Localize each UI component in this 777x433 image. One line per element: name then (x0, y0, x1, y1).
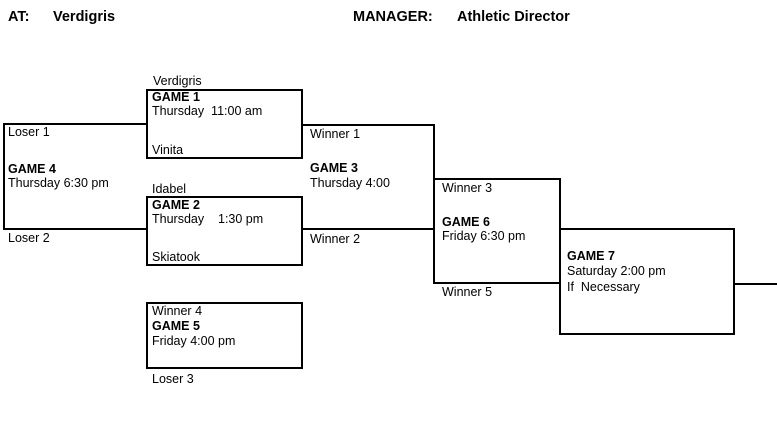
manager-value: Athletic Director (457, 9, 570, 25)
game5-title: GAME 5 (152, 319, 200, 333)
game6-time: Friday 6:30 pm (442, 229, 526, 243)
game1-time: Thursday 11:00 am (152, 104, 263, 118)
game5-top-slot-label: Winner 4 (152, 304, 203, 318)
game2-box (146, 196, 303, 266)
game2-top-slot-label: Idabel (152, 182, 187, 196)
game4-bracket (3, 123, 146, 230)
game5-bottom-slot-label: Loser 3 (152, 372, 194, 386)
game3-to-game6-connector-line (433, 228, 435, 284)
game4-bottom-slot-label: Loser 2 (8, 231, 50, 245)
game7-time: Saturday 2:00 pm (567, 264, 666, 278)
at-label: AT: (8, 9, 30, 25)
at-value: Verdigris (53, 9, 116, 25)
game2-title: GAME 2 (152, 198, 200, 212)
game7-note: If Necessary (567, 280, 640, 294)
game1-title: GAME 1 (152, 90, 200, 104)
game3-title: GAME 3 (310, 161, 358, 175)
game5-box (146, 302, 303, 369)
game4-top-slot-label: Loser 1 (8, 125, 50, 139)
game3-time: Thursday 4:00 (310, 176, 390, 190)
game1-box (146, 89, 303, 159)
game6-bottom-slot-label: Winner 5 (442, 285, 493, 299)
game3-bracket (303, 124, 435, 230)
game6-top-slot-label: Winner 3 (442, 181, 493, 195)
game4-title: GAME 4 (8, 162, 56, 176)
game5-time: Friday 4:00 pm (152, 334, 236, 348)
game6-title: GAME 6 (442, 215, 490, 229)
manager-label: MANAGER: (353, 9, 433, 25)
game1-bottom-slot-label: Vinita (152, 143, 184, 157)
game7-title: GAME 7 (567, 249, 615, 263)
game7-box (559, 228, 735, 335)
game3-top-slot-label: Winner 1 (310, 127, 361, 141)
game1-top-slot-label: Verdigris (153, 74, 202, 88)
game7-output-line (735, 283, 777, 285)
game3-bottom-slot-label: Winner 2 (310, 232, 361, 246)
game2-time: Thursday 1:30 pm (152, 212, 264, 226)
game4-time: Thursday 6:30 pm (8, 176, 109, 190)
game2-bottom-slot-label: Skiatook (152, 250, 200, 264)
